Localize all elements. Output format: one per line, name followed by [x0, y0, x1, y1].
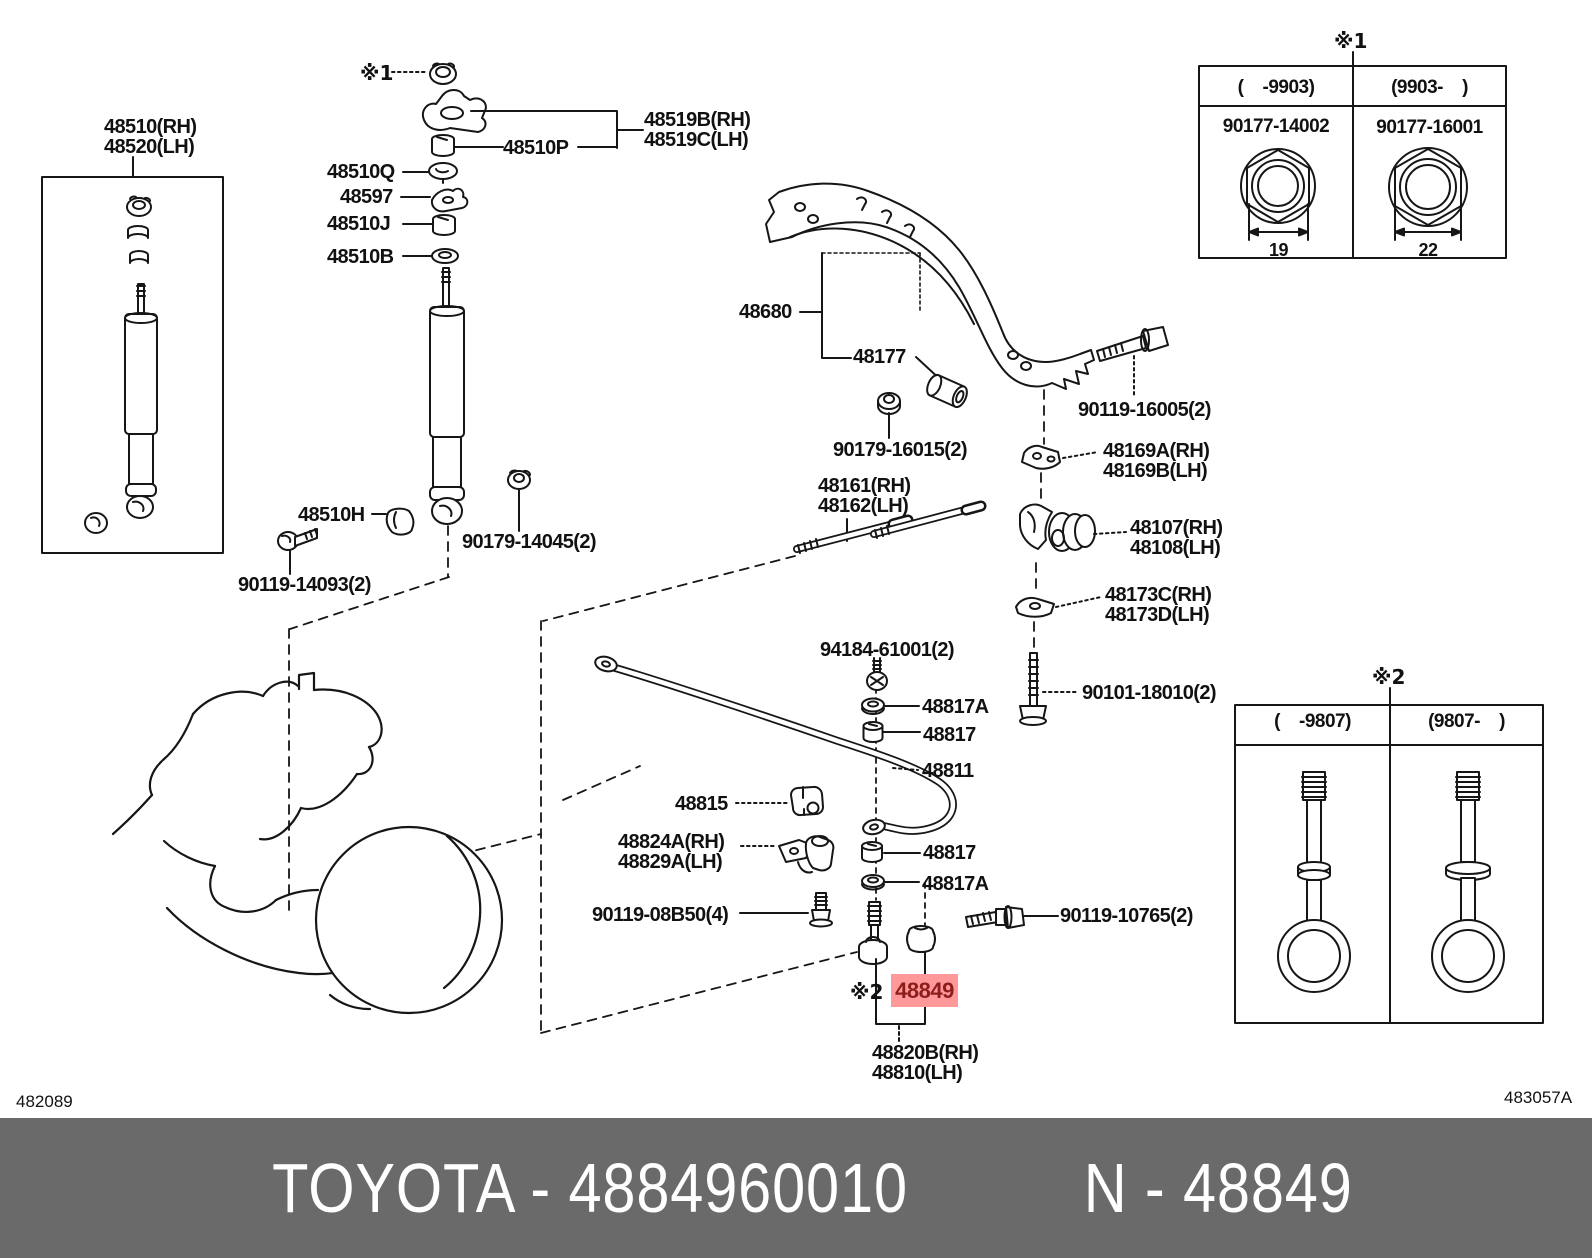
banner-brand-part: TOYOTA - 4884960010: [271, 1149, 908, 1227]
callout-48510-line1[interactable]: 48510(RH): [104, 116, 197, 138]
callout-48510P[interactable]: 48510P: [503, 137, 569, 159]
table2-col1-header: ( -9807): [1274, 711, 1351, 732]
callout-48161[interactable]: 48161(RH) 48162(LH): [818, 475, 911, 517]
stud-post-9807: [1431, 771, 1505, 993]
callout-48810[interactable]: 48810(LH): [872, 1062, 963, 1084]
callout-48520-line2[interactable]: 48520(LH): [104, 136, 195, 158]
callout-90179-14045[interactable]: 90179-14045(2): [462, 531, 597, 553]
bolt-90119-16005: [1096, 326, 1169, 399]
page-ref-right: 483057A: [1504, 1088, 1573, 1107]
nut-90179-16015: [877, 392, 901, 439]
stabilizer-bushing-48815: [735, 785, 824, 817]
callout-48162-lh[interactable]: 48162(LH): [818, 495, 909, 517]
table1-col2-part[interactable]: 90177-16001: [1376, 117, 1483, 138]
banner-short-part: N - 48849: [1083, 1149, 1353, 1227]
callout-48173D[interactable]: 48173D(LH): [1105, 604, 1210, 626]
highlight-48849[interactable]: 48849: [891, 974, 958, 1007]
callout-48169A[interactable]: 48169A(RH): [1103, 440, 1210, 462]
stabilizer-bar: [594, 655, 957, 836]
callout-48107[interactable]: 48107(RH) 48108(LH): [1130, 517, 1223, 559]
bolt-90119-08B50: [739, 892, 833, 928]
bolt-90119-10765: [965, 905, 1059, 929]
bolt-90119-14093: [277, 528, 318, 575]
callout-90119-16005[interactable]: 90119-16005(2): [1078, 399, 1211, 421]
callout-48510Q[interactable]: 48510Q: [327, 161, 395, 183]
bushing-48177: [926, 373, 968, 409]
callout-48820[interactable]: 48820B(RH) 48810(LH): [872, 1042, 979, 1084]
part-number-banner: TOYOTA - 4884960010 N - 48849: [0, 1118, 1592, 1258]
callout-48173C[interactable]: 48173C(RH): [1105, 584, 1212, 606]
callout-48510-48520[interactable]: 48510(RH) 48520(LH): [104, 116, 197, 158]
plate-48173: [1015, 596, 1102, 618]
callout-48849[interactable]: 48849: [895, 977, 954, 1003]
torque-arm-48107: [1019, 503, 1127, 552]
bushing-48849: [906, 925, 936, 953]
callout-90179-16015[interactable]: 90179-16015(2): [833, 439, 968, 461]
table1-col2-header: (9903- ): [1391, 77, 1468, 98]
callout-90119-08B50[interactable]: 90119-08B50(4): [592, 904, 729, 926]
table1-col1-header: ( -9903): [1237, 77, 1315, 98]
bushing-stack-parts: [400, 162, 469, 264]
upper-mount-parts: [391, 62, 644, 157]
cushion-48817-lower: [861, 841, 921, 863]
retainer-48817A-lower: [861, 874, 920, 891]
table1-col1-part[interactable]: 90177-14002: [1222, 116, 1330, 137]
callout-48161-rh[interactable]: 48161(RH): [818, 475, 911, 497]
ref2-table: [1234, 687, 1544, 1024]
table2-col2-header: (9807- ): [1428, 711, 1505, 732]
callout-48510H[interactable]: 48510H: [298, 504, 365, 526]
callout-48177[interactable]: 48177: [853, 346, 906, 368]
callout-90119-14093[interactable]: 90119-14093(2): [238, 574, 371, 596]
callout-90101-18010[interactable]: 90101-18010(2): [1082, 682, 1217, 704]
ref1-table: [1198, 51, 1507, 259]
callout-48169B[interactable]: 48169B(LH): [1103, 460, 1208, 482]
callout-48829A[interactable]: 48829A(LH): [618, 851, 723, 873]
screw-94184: [866, 657, 888, 691]
callout-90119-10765[interactable]: 90119-10765(2): [1060, 905, 1193, 927]
callout-48519[interactable]: 48519B(RH) 48519C(LH): [644, 109, 751, 151]
callout-48811[interactable]: 48811: [922, 760, 974, 782]
axle-knuckle-sketch: [111, 671, 504, 1015]
callout-48817A-upper[interactable]: 48817A: [922, 696, 989, 718]
callout-48173[interactable]: 48173C(RH) 48173D(LH): [1105, 584, 1212, 626]
nut-90179-14045: [507, 469, 531, 532]
bracket-48169: [1021, 444, 1099, 470]
crossmember-48680: [765, 182, 1169, 439]
callout-48817-lower[interactable]: 48817: [923, 842, 976, 864]
callout-48824A[interactable]: 48824A(RH): [618, 831, 725, 853]
callout-48519C[interactable]: 48519C(LH): [644, 129, 749, 151]
callout-48820B[interactable]: 48820B(RH): [872, 1042, 979, 1064]
shock-absorber-part: [429, 267, 465, 525]
ref2-marker: ※2: [850, 980, 884, 1004]
table1-col1-dim: 19: [1268, 240, 1289, 260]
callout-94184-61001[interactable]: 94184-61001(2): [820, 639, 955, 661]
table1-ref-label: ※1: [1334, 29, 1368, 53]
cushion-48817-upper: [862, 721, 921, 743]
torsion-bars: [793, 500, 987, 554]
callout-48510J[interactable]: 48510J: [327, 213, 391, 235]
callout-48817A-lower[interactable]: 48817A: [922, 873, 989, 895]
callout-48169[interactable]: 48169A(RH) 48169B(LH): [1103, 440, 1210, 482]
table1-col2-dim: 22: [1418, 240, 1438, 260]
callout-48519B[interactable]: 48519B(RH): [644, 109, 751, 131]
shock-absorber-kit-box: [41, 156, 224, 554]
callout-48817-upper[interactable]: 48817: [923, 724, 976, 746]
table2-ref-label: ※2: [1372, 665, 1406, 689]
stud-pre-9807: [1277, 771, 1351, 993]
callout-48597[interactable]: 48597: [340, 186, 393, 208]
lower-mount-parts: [277, 469, 531, 575]
stabilizer-bracket-48824: [740, 835, 835, 874]
callout-48107-rh[interactable]: 48107(RH): [1130, 517, 1223, 539]
link-stud-48820B: [858, 901, 926, 1043]
page-ref-left: 482089: [16, 1092, 73, 1111]
bolt-90101-18010: [1019, 652, 1080, 726]
callout-48108-lh[interactable]: 48108(LH): [1130, 537, 1221, 559]
callout-48510B[interactable]: 48510B: [327, 246, 394, 268]
callout-48815[interactable]: 48815: [675, 793, 728, 815]
retainer-48817A-upper: [861, 697, 920, 715]
callout-48680[interactable]: 48680: [739, 301, 792, 323]
ref1-marker: ※1: [360, 61, 394, 85]
callout-48824[interactable]: 48824A(RH) 48829A(LH): [618, 831, 725, 873]
